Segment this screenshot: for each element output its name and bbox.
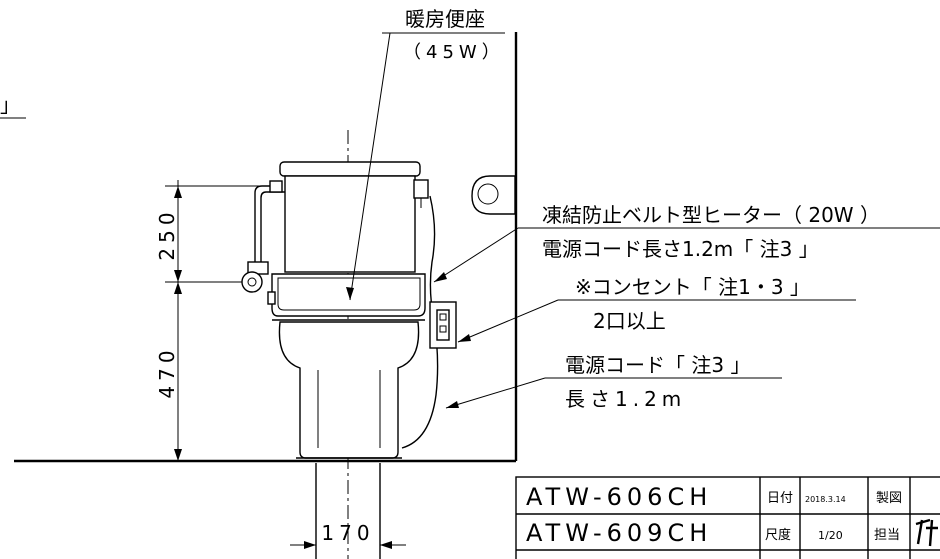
scale-value: 1/20 — [818, 529, 843, 542]
outlet-label: ※コンセント「 注1・3 」 — [575, 275, 810, 299]
title-block: ATW-606CH ATW-609CH 日付 2018.3.14 製図 尺度 1… — [515, 476, 940, 559]
cord-length-label: 長さ1.2m — [565, 387, 686, 411]
outlet-ports-label: 2口以上 — [593, 309, 666, 333]
heater-label: 凍結防止ベルト型ヒーター（ 20W ） — [542, 203, 880, 227]
corner-bracket: 」 — [0, 93, 20, 117]
charge-label: 担当 — [874, 528, 900, 543]
paper-holder — [471, 175, 516, 215]
heater-cord-label: 電源コード長さ1.2m「 注3 」 — [542, 237, 819, 261]
outlet-leader-arrow — [458, 334, 471, 342]
height-lower-value: 470 — [155, 345, 179, 398]
scale-label: 尺度 — [765, 527, 791, 543]
model-1: ATW-606CH — [526, 483, 712, 511]
toilet-bowl — [278, 321, 420, 459]
model-2: ATW-609CH — [526, 519, 712, 547]
signature-mark — [915, 518, 938, 547]
heater-leader-arrow — [434, 272, 447, 282]
heater-leader — [433, 227, 519, 283]
seat-power: （45W） — [403, 42, 505, 63]
cord-leader-arrow — [446, 401, 459, 408]
cord-label: 電源コード「 注3 」 — [565, 353, 750, 377]
cord-leader — [445, 377, 546, 409]
drawn-label: 製図 — [876, 491, 902, 506]
date-value: 2018.3.14 — [805, 495, 846, 504]
floor-width-value: 170 — [321, 521, 374, 545]
wall-outlet — [429, 301, 457, 349]
supply-pipe — [241, 180, 287, 293]
date-label: 日付 — [767, 491, 793, 506]
seat-leader-arrow — [346, 287, 354, 300]
toilet-tank — [279, 161, 429, 273]
height-upper-value: 250 — [155, 207, 179, 260]
outlet-leader — [457, 299, 559, 343]
floor-width-dimension: 170 — [290, 521, 406, 549]
toilet-seat — [267, 273, 426, 321]
seat-leader — [349, 32, 391, 301]
drain-pipe — [315, 463, 381, 559]
height-dimension: 250 470 — [155, 180, 280, 461]
seat-title: 暖房便座 — [405, 7, 485, 31]
